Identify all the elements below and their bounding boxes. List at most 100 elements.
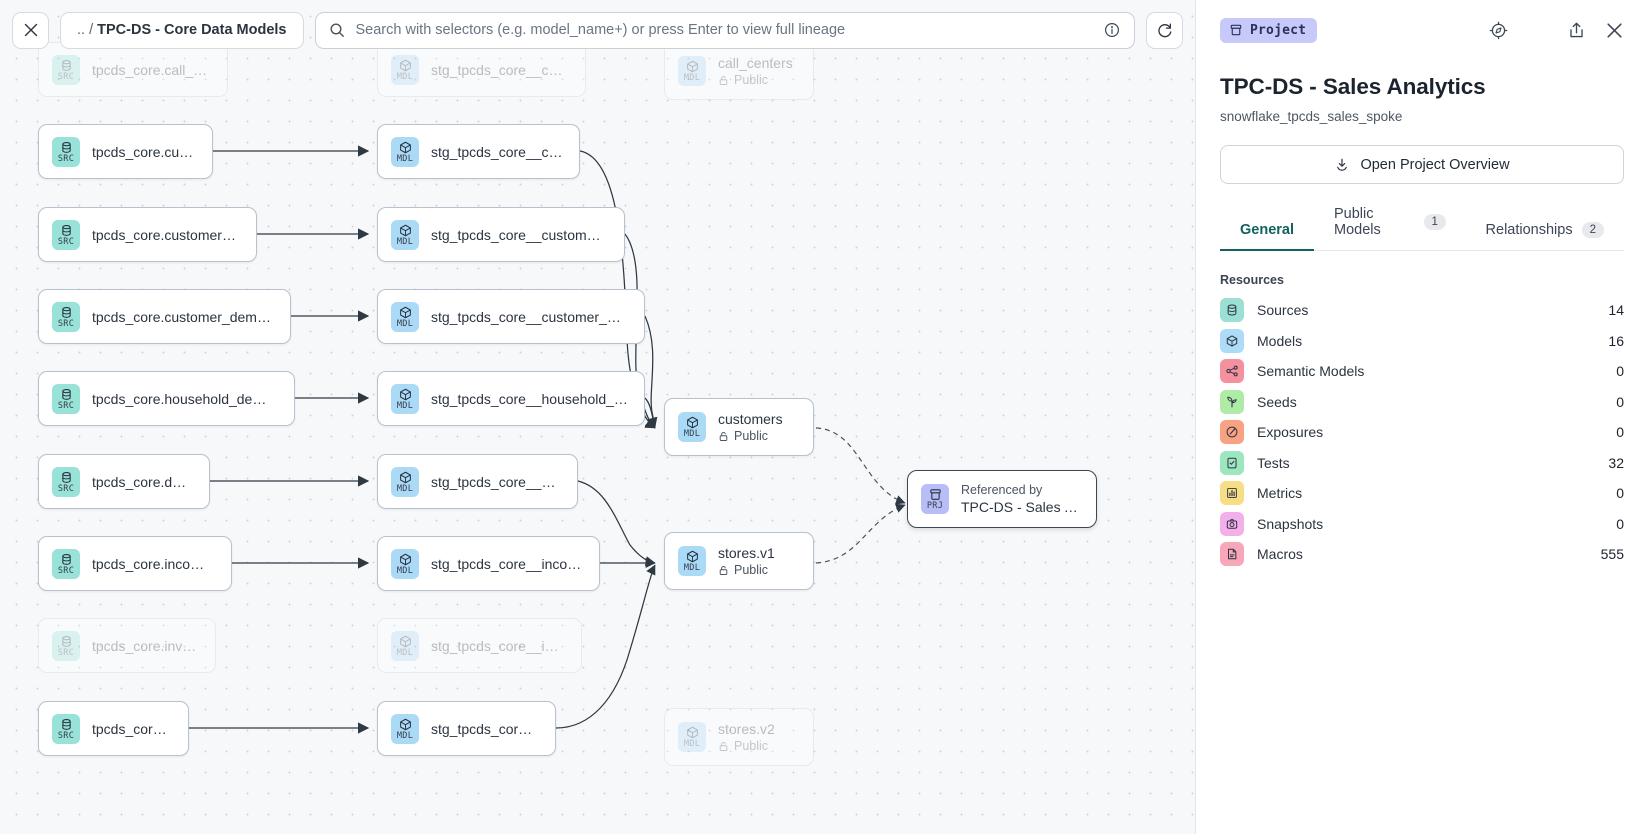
refresh-icon xyxy=(1158,23,1172,37)
node-type-label: MDL xyxy=(396,153,414,164)
panel-header-icons xyxy=(1489,21,1624,40)
lineage-node[interactable]: MDLstg_tpcds_core__customer_demogra… xyxy=(377,289,645,344)
node-visibility: Public xyxy=(718,429,783,443)
mdl-badge: MDL xyxy=(391,383,419,414)
search-input[interactable] xyxy=(355,22,1093,38)
node-text: stg_tpcds_core__customer_address xyxy=(431,227,608,243)
share-icon[interactable] xyxy=(1567,21,1586,40)
lineage-node[interactable]: SRC tpcds_core.customer_address xyxy=(38,207,257,262)
mdl-glyph-icon xyxy=(686,416,698,429)
node-type-label: MDL xyxy=(683,429,701,439)
breadcrumb-label: TPC-DS - Core Data Models xyxy=(97,22,287,38)
node-type-label: SRC xyxy=(57,565,75,576)
node-type-label: MDL xyxy=(396,400,414,411)
lineage-node[interactable]: MDL stg_tpcds_core__household_demogr… xyxy=(377,371,645,426)
node-text: tpcds_core.customer_address xyxy=(92,227,240,243)
mdl-glyph-icon xyxy=(399,388,411,400)
refresh-button[interactable] xyxy=(1146,11,1183,49)
node-text: stg_tpcds_core__store xyxy=(431,721,539,737)
close-panel-icon[interactable] xyxy=(1605,21,1624,40)
resource-row-macros[interactable]: Macros 555 xyxy=(1220,539,1624,570)
lineage-node[interactable]: SRC tpcds_core.date_dim xyxy=(38,454,210,509)
src-glyph-icon xyxy=(61,388,71,400)
tab-general[interactable]: General xyxy=(1220,222,1314,251)
mdl-badge: MDL xyxy=(678,722,706,752)
node-label: tpcds_core.income_band xyxy=(92,555,215,572)
node-text: stg_tpcds_core__inventory xyxy=(431,638,565,654)
node-label: stg_tpcds_core__date_dim xyxy=(431,473,561,490)
node-label: tpcds_core.date_dim xyxy=(92,473,193,490)
graph-icon xyxy=(1220,359,1244,384)
node-type-label: SRC xyxy=(57,483,75,494)
resource-count: 555 xyxy=(1600,546,1624,563)
src-badge: SRC xyxy=(52,219,80,250)
mdl-glyph-icon xyxy=(399,59,411,71)
node-label: stg_tpcds_core__household_demogr… xyxy=(431,390,628,407)
mdl-glyph-icon xyxy=(399,306,411,318)
node-type-label: MDL xyxy=(683,563,701,573)
search-icon xyxy=(329,23,344,37)
info-circle-icon[interactable] xyxy=(1104,22,1120,38)
close-lineage-button[interactable] xyxy=(12,11,49,49)
compass-icon[interactable] xyxy=(1489,21,1508,40)
code-icon[interactable] xyxy=(1527,21,1548,40)
node-type-label: MDL xyxy=(396,236,414,247)
src-glyph-icon xyxy=(61,141,71,153)
project-type-chip[interactable]: Project xyxy=(1220,17,1318,43)
resource-count: 32 xyxy=(1608,454,1624,471)
node-visibility-label: Public xyxy=(734,429,769,443)
node-text: stg_tpcds_core__household_demogr… xyxy=(431,391,628,407)
resource-count: 16 xyxy=(1608,332,1624,349)
open-project-overview-button[interactable]: Open Project Overview xyxy=(1220,145,1624,184)
lineage-node[interactable]: MDL stg_tpcds_core__customer_address xyxy=(377,207,625,262)
mdl-glyph-icon xyxy=(399,224,411,236)
seed-icon xyxy=(1227,396,1237,408)
resource-name: Macros xyxy=(1257,546,1303,563)
src-badge: SRC xyxy=(52,630,80,661)
breadcrumb[interactable]: .. / TPC-DS - Core Data Models xyxy=(60,11,304,49)
node-type-label: SRC xyxy=(57,318,75,329)
cube-icon xyxy=(1220,328,1244,353)
src-glyph-icon xyxy=(61,224,71,236)
node-type-label: SRC xyxy=(57,153,75,164)
src-badge: SRC xyxy=(52,136,80,167)
lineage-node[interactable]: MDL stg_tpcds_core__date_dim xyxy=(377,454,578,509)
node-type-label: MDL xyxy=(396,483,414,494)
node-type-label: PRJ xyxy=(926,501,944,511)
node-visibility: Public xyxy=(718,563,775,577)
lineage-canvas[interactable]: SRCtpcds_core.call_centerSRCtpcds_core.c… xyxy=(0,0,1196,834)
lineage-search-box[interactable] xyxy=(314,11,1135,49)
mdl-badge: MDL xyxy=(391,219,419,250)
lineage-node[interactable]: SRC tpcds_core.income_band xyxy=(38,536,232,591)
resources-heading: Resources xyxy=(1220,273,1284,287)
node-label: customers xyxy=(718,411,783,427)
src-glyph-icon xyxy=(61,718,71,730)
node-text: stg_tpcds_core__call_center xyxy=(431,62,569,78)
